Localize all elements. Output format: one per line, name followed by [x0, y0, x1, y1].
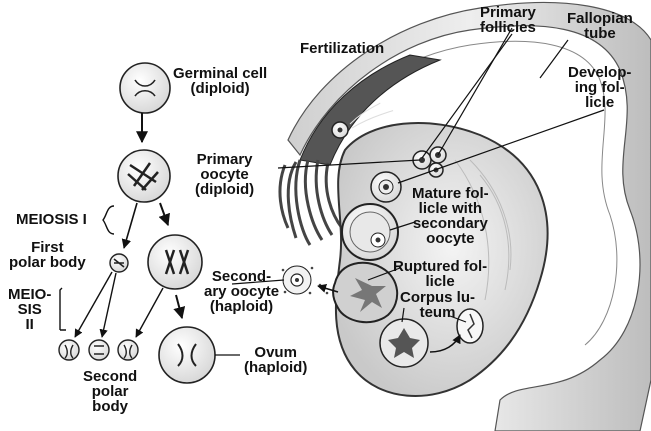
- sequence-arrows: [75, 113, 182, 337]
- first-polar-body-drawing: [110, 254, 128, 272]
- label-mature-follicle: Mature fol- licle with secondary oocyte: [412, 186, 489, 246]
- primary-oocyte-drawing: [118, 150, 170, 202]
- label-primary-follicles: Primary follicles: [480, 5, 536, 35]
- ruptured-follicle-drawing: [333, 263, 397, 322]
- germinal-cell-drawing: [120, 63, 170, 113]
- label-primary-oocyte: Primary oocyte (diploid): [195, 152, 254, 197]
- label-second-polar-body: Second polar body: [83, 369, 137, 414]
- label-corpus-luteum: Corpus lu- teum: [400, 290, 475, 320]
- label-fertilization: Fertilization: [300, 41, 384, 56]
- released-secondary-oocyte-drawing: [282, 266, 338, 294]
- label-first-polar-body: First polar body: [9, 240, 86, 270]
- label-secondary-oocyte: Second- ary oocyte (haploid): [204, 269, 279, 314]
- second-polar-bodies-drawing: [59, 340, 138, 360]
- mature-follicle-drawing: [342, 204, 398, 260]
- label-fallopian-tube: Fallopian tube: [567, 11, 633, 41]
- label-ovum: Ovum (haploid): [244, 345, 307, 375]
- label-meiosis-ii: MEIO- SIS II: [8, 287, 51, 332]
- fimbriae: [280, 160, 342, 245]
- label-germinal-cell: Germinal cell (diploid): [173, 66, 267, 96]
- label-ruptured-follicle: Ruptured fol- licle: [393, 259, 487, 289]
- ovum-drawing: [159, 327, 215, 383]
- label-developing-follicle: Develop- ing fol- licle: [568, 65, 631, 110]
- label-meiosis-i: MEIOSIS I: [16, 212, 87, 227]
- developing-follicle-drawing: [371, 172, 401, 202]
- secondary-oocyte-cell-drawing: [148, 235, 202, 289]
